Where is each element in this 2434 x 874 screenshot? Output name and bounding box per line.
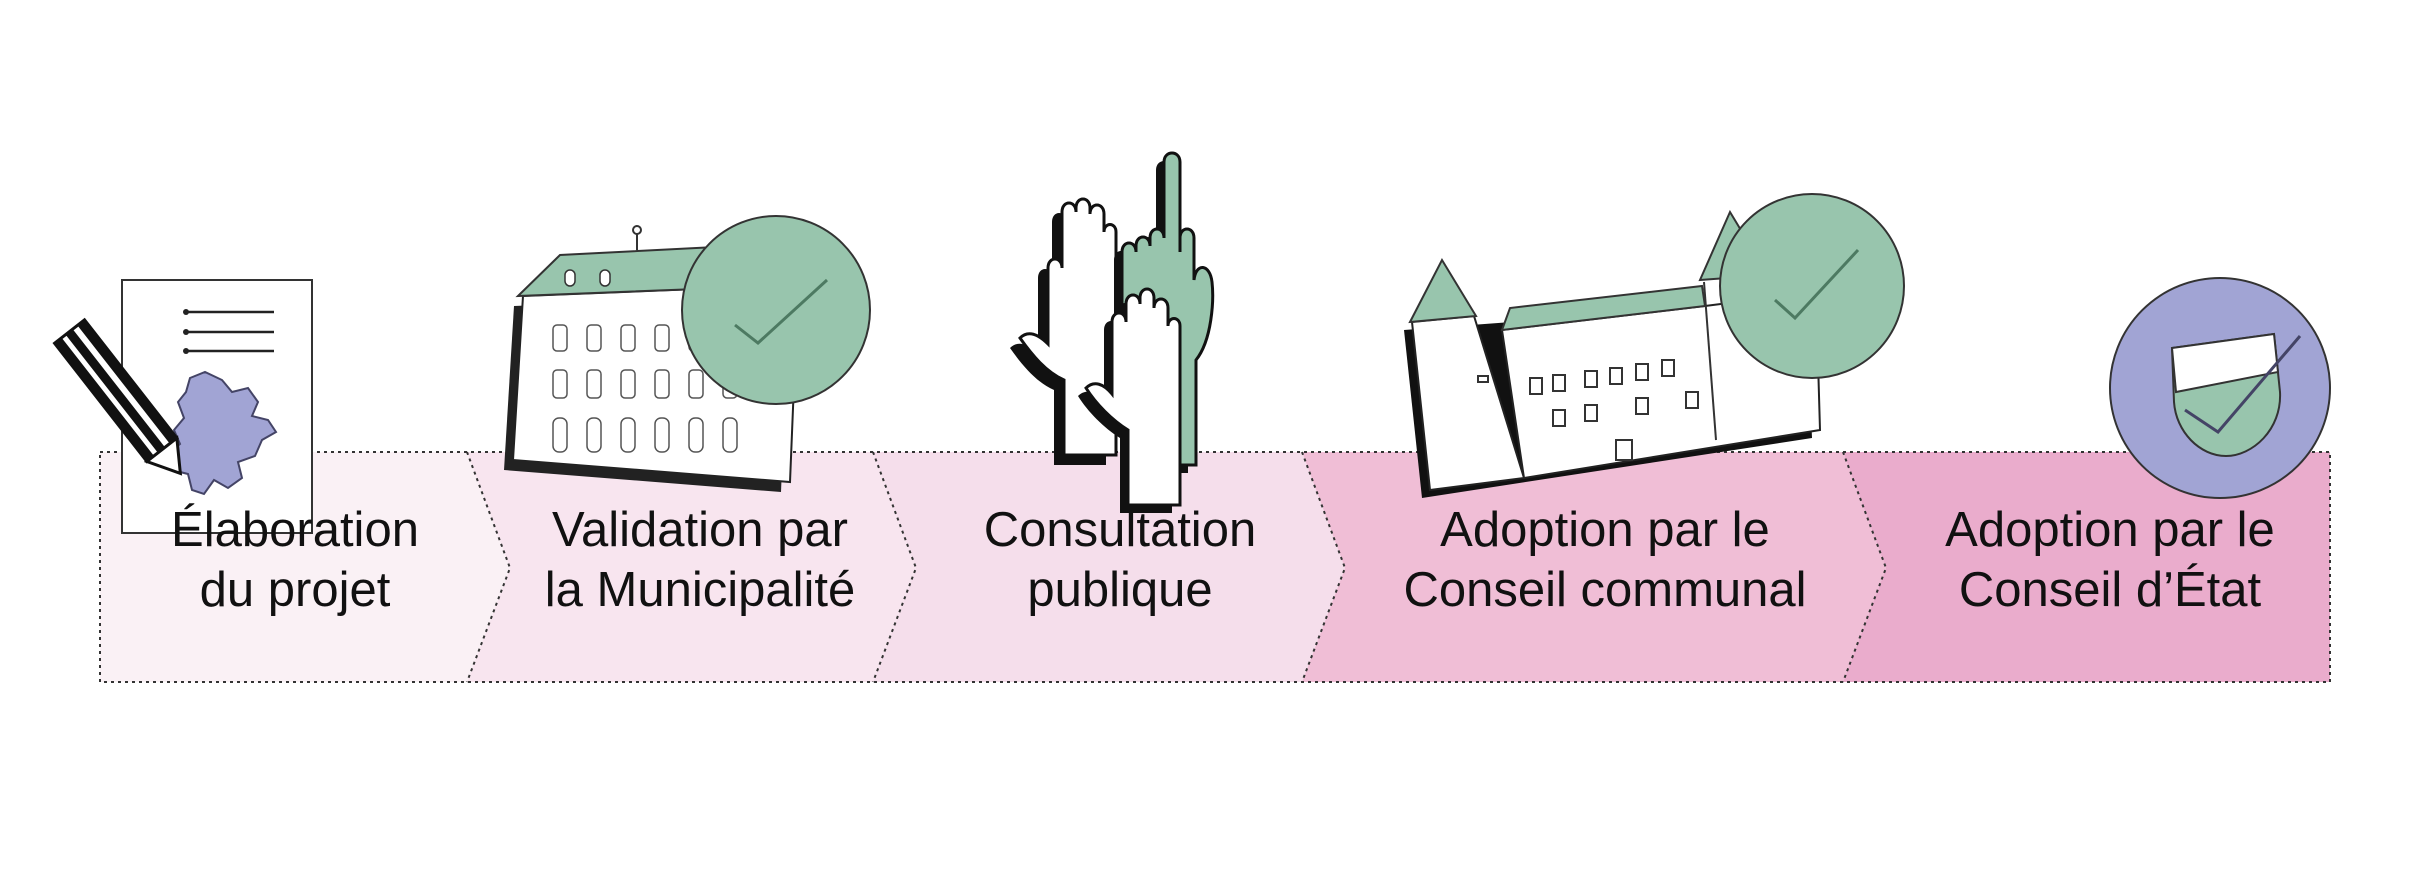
raised-hands-icon: [1010, 151, 1215, 513]
step-4-band: [1302, 452, 1886, 682]
step-5-label-line-1: Adoption par le: [1945, 503, 2275, 557]
step-1-label: Élaboration du projet: [100, 500, 490, 620]
step-2-label: Validation par la Municipalité: [505, 500, 895, 620]
step-5-label: Adoption par le Conseil d’État: [1880, 500, 2340, 620]
step-4-label-line-2: Conseil communal: [1403, 563, 1807, 617]
step-4-label-line-1: Adoption par le: [1440, 503, 1770, 557]
step-3-band: [873, 452, 1345, 682]
step-3-label: Consultation publique: [920, 500, 1320, 620]
step-2-label-line-1: Validation par: [551, 503, 848, 557]
town-hall-check-icon: [504, 215, 871, 492]
step-2-band: [467, 452, 916, 682]
process-band: [99, 451, 2331, 683]
castle-check-icon: [1404, 193, 1905, 498]
step-4-label: Adoption par le Conseil communal: [1355, 500, 1855, 620]
step-5-label-line-2: Conseil d’État: [1958, 563, 2262, 617]
document-pencil-map-icon: [52, 279, 313, 534]
step-5-band: [1843, 452, 2330, 682]
step-3-label-line-2: publique: [1027, 563, 1213, 617]
band-dotted-outline: [99, 451, 2331, 683]
step-1-label-line-1: Élaboration: [171, 503, 419, 557]
step-1-label-line-2: du projet: [199, 563, 391, 617]
step-3-label-line-1: Consultation: [983, 503, 1257, 557]
state-shield-check-icon: [2109, 277, 2331, 499]
step-2-label-line-2: la Municipalité: [544, 563, 856, 617]
